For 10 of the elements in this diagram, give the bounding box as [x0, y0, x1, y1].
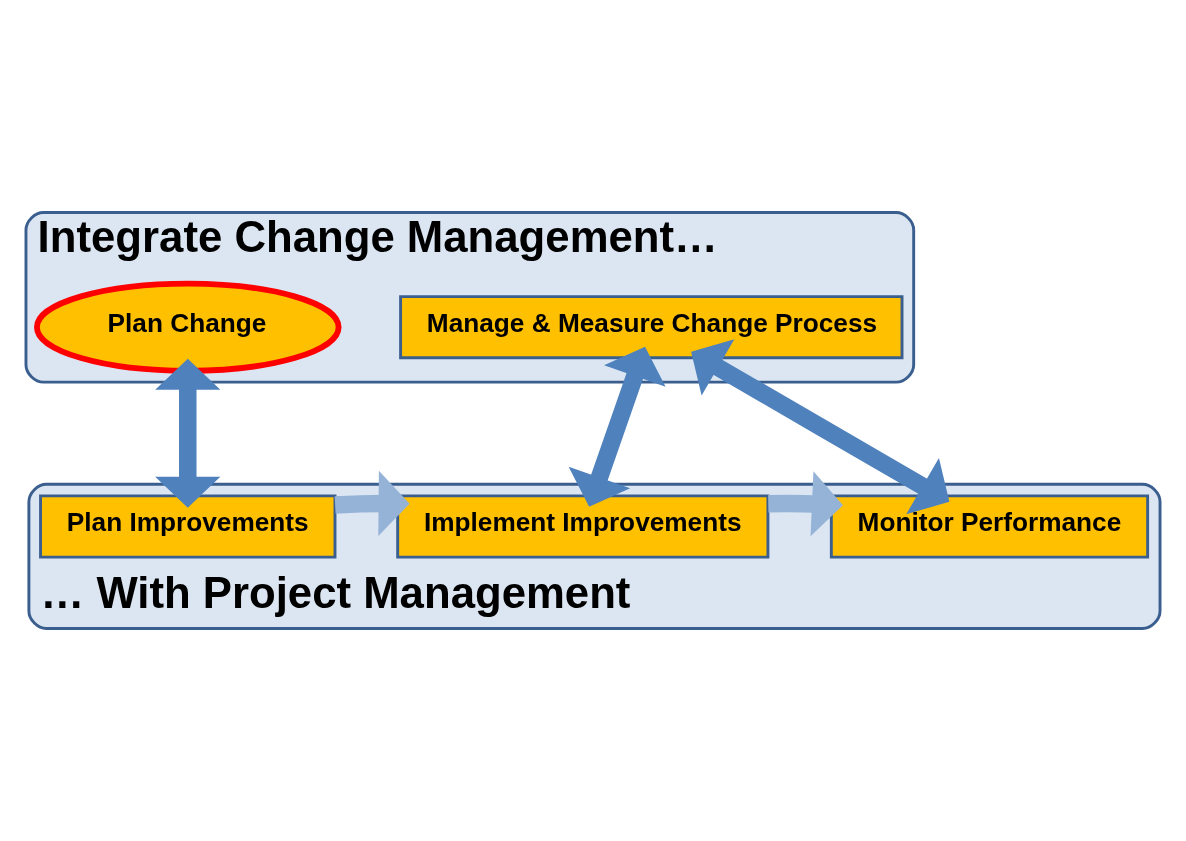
arrow	[691, 339, 950, 515]
node-box: Implement Improvements	[396, 494, 770, 559]
arrow	[334, 470, 410, 537]
arrow	[768, 471, 843, 537]
node-box: Plan Improvements	[39, 494, 337, 559]
node-box: Monitor Performance	[829, 494, 1150, 559]
arrow	[155, 358, 221, 508]
node-box: Manage & Measure Change Process	[399, 295, 904, 360]
node-ellipse: Plan Change	[34, 280, 342, 374]
arrow	[568, 346, 666, 507]
